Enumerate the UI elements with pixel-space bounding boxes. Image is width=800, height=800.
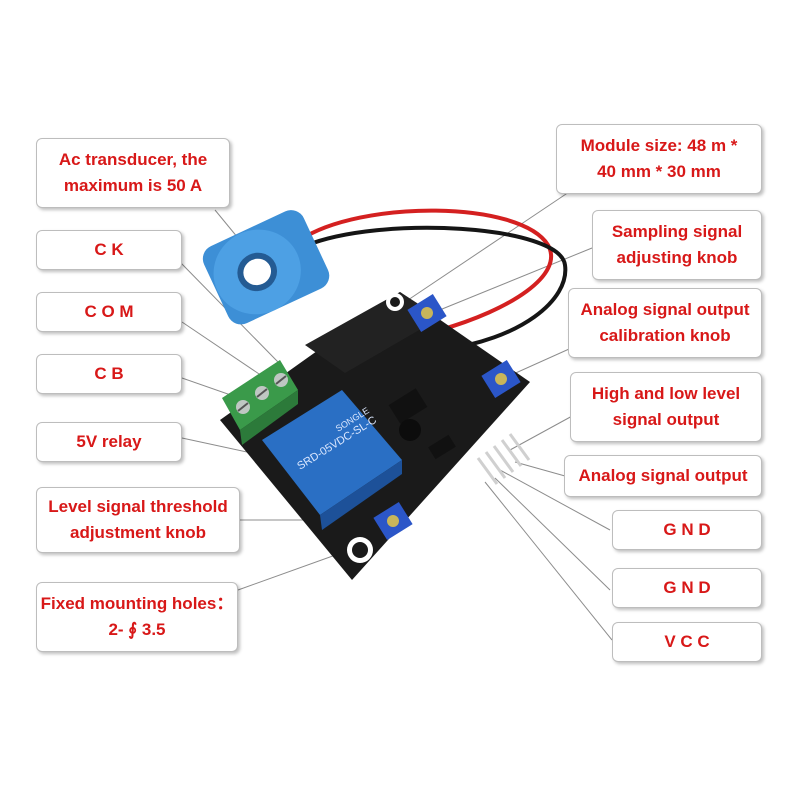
relay-5v: SRD-05VDC-SL-C SONGLE [262,390,402,530]
label-module-size-line2: 40 mm * 30 mm [597,162,721,181]
label-threshold-line2: adjustment knob [69,523,206,542]
label-relay-5v: 5V relay [36,422,182,462]
terminal-block [222,360,298,445]
label-sampling-line1: Sampling signal [611,222,743,241]
label-gnd-2: G N D [612,568,762,608]
leader-gnd-2 [494,477,611,591]
label-ac-transducer-line2: maximum is 50 A [63,176,203,195]
label-mounting-holes: Fixed mounting holes： 2- ∮ 3.5 [36,582,238,652]
label-high-low-output: High and low level signal output [570,372,762,442]
label-calibration-line2: calibration knob [599,326,731,345]
label-ck: C K [36,230,182,270]
label-ac-transducer-line1: Ac transducer, the [58,150,208,169]
label-vcc: V C C [612,622,762,662]
label-high-low-line2: signal output [612,410,720,429]
label-sampling-knob: Sampling signal adjusting knob [592,210,762,280]
label-threshold-knob: Level signal threshold adjustment knob [36,487,240,553]
leader-com [181,321,269,381]
label-analog-output: Analog signal output [564,455,762,497]
label-gnd-1: G N D [612,510,762,550]
leader-analog-out [514,461,566,477]
threshold-knob-pot [373,502,413,540]
label-cb: C B [36,354,182,394]
calibration-knob-pot [481,360,521,398]
leader-module-size [407,189,573,301]
label-high-low-line1: High and low level [591,384,741,403]
label-module-size: Module size: 48 m * 40 mm * 30 mm [556,124,762,194]
leader-vcc [484,481,613,641]
leader-high-low [509,414,575,451]
label-mounting-line2: 2- ∮ 3.5 [108,620,166,639]
label-module-size-line1: Module size: 48 m * [580,136,738,155]
header-pins [476,433,531,485]
label-ac-transducer: Ac transducer, the maximum is 50 A [36,138,230,208]
label-calibration-line1: Analog signal output [580,300,750,319]
ac-transducer [202,210,330,325]
label-threshold-line1: Level signal threshold [48,497,228,516]
label-mounting-line1: Fixed mounting holes： [40,594,234,613]
label-calibration-knob: Analog signal output calibration knob [568,288,762,358]
sampling-knob-pot [407,294,447,332]
leader-gnd-1 [499,469,611,531]
label-sampling-line2: adjusting knob [616,248,738,267]
label-com: C O M [36,292,182,332]
transistor [399,419,421,441]
